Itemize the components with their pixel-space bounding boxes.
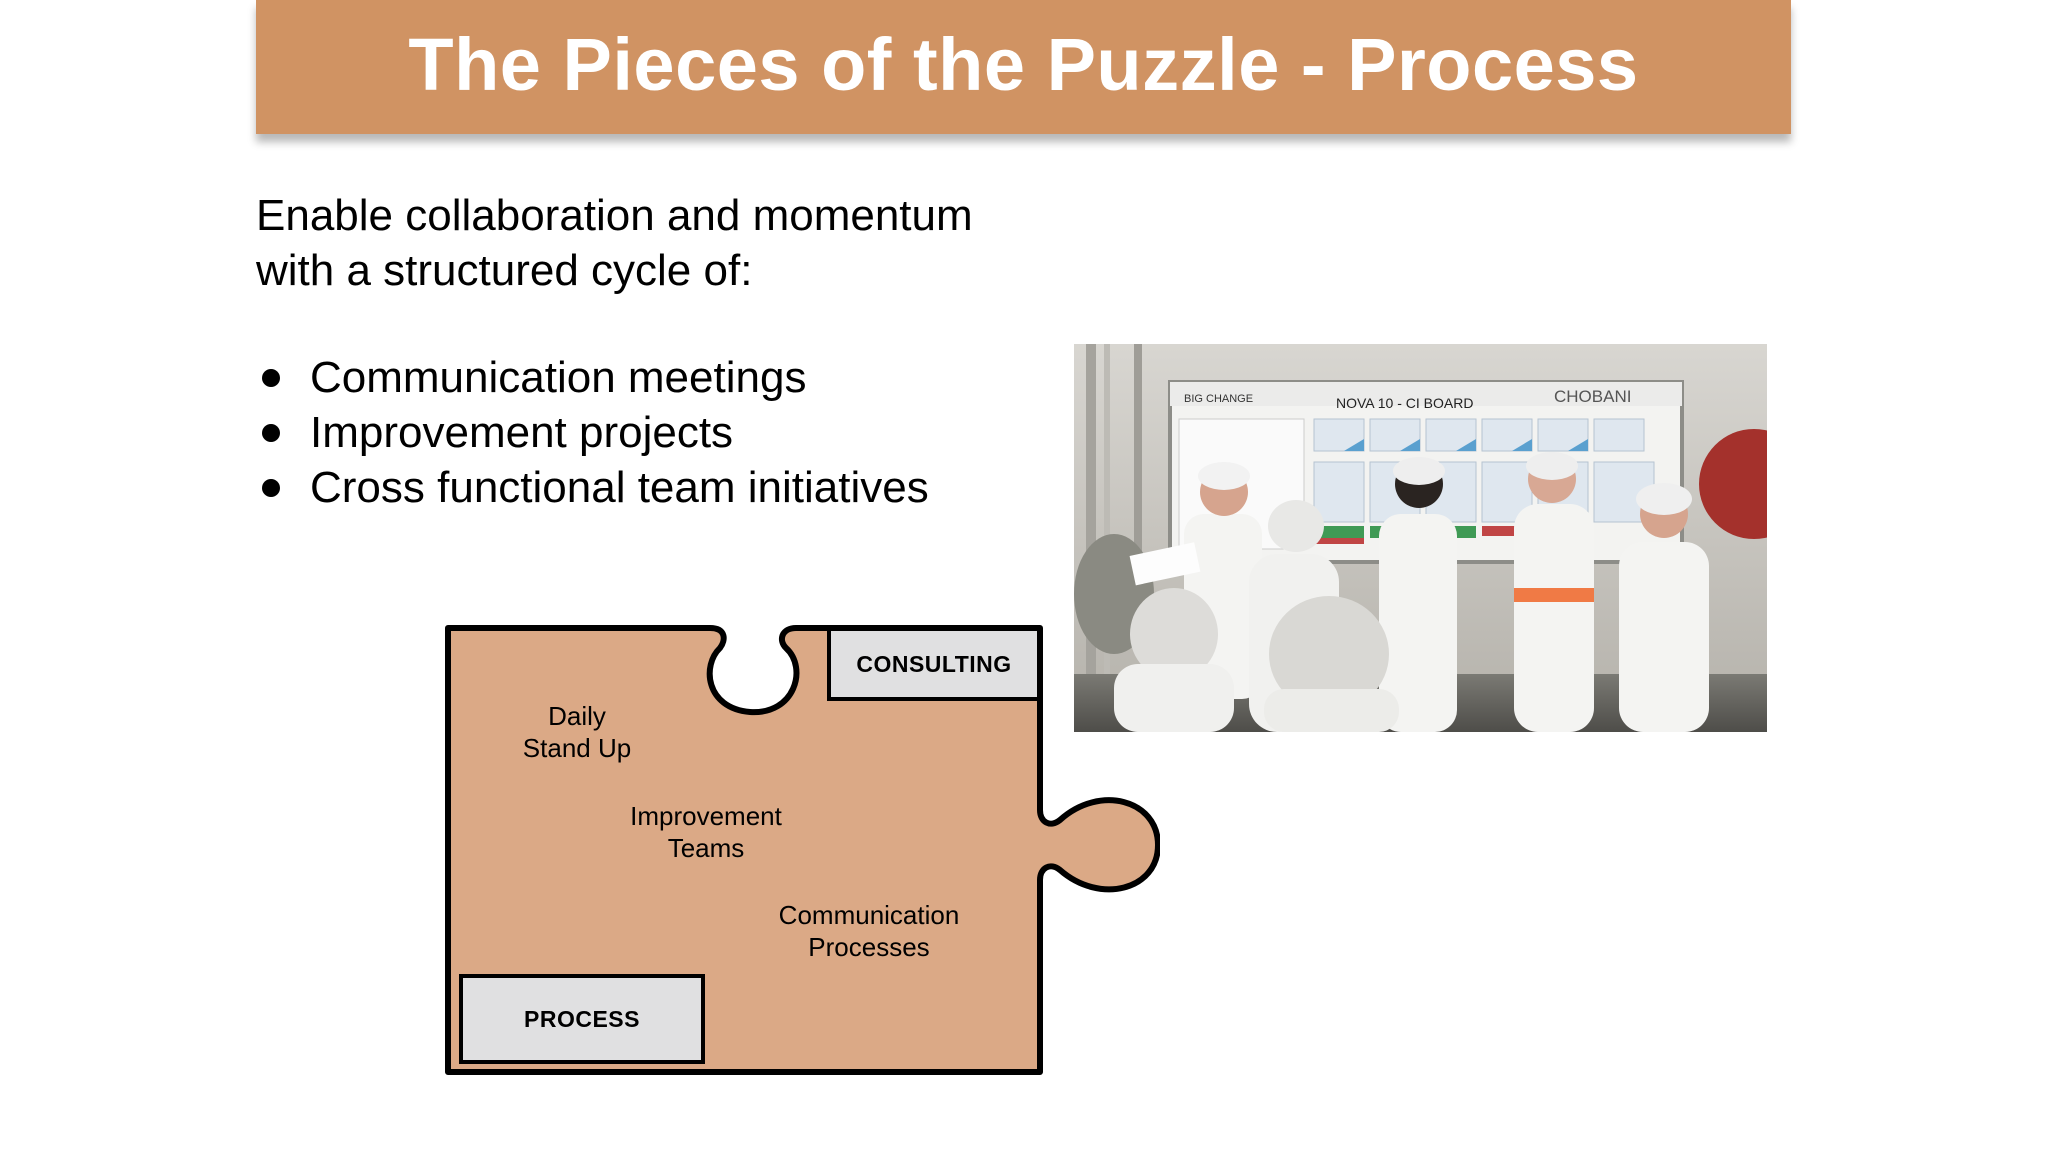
bullet-item: Improvement projects — [262, 405, 929, 460]
improvement-teams-line-2: Teams — [667, 833, 745, 863]
bullet-item: Communication meetings — [262, 350, 929, 405]
daily-stand-up-line-2: Stand Up — [522, 733, 632, 763]
communication-processes-label: Communication Processes — [779, 899, 960, 963]
bullet-dot-icon — [262, 423, 280, 442]
bullet-dot-icon — [262, 478, 280, 497]
consulting-tag-text: CONSULTING — [856, 650, 1012, 677]
title-banner: The Pieces of the Puzzle - Process — [256, 0, 1791, 134]
consulting-tag: CONSULTING — [827, 627, 1041, 701]
daily-stand-up-line-1: Daily — [548, 701, 606, 731]
bullet-text: Cross functional team initiatives — [310, 463, 929, 512]
intro-text: Enable collaboration and momentum with a… — [256, 188, 1056, 298]
slide-title: The Pieces of the Puzzle - Process — [408, 22, 1639, 106]
bullet-list: Communication meetings Improvement proje… — [262, 350, 929, 515]
board-title: NOVA 10 - CI BOARD — [1336, 395, 1473, 411]
bullet-text: Communication meetings — [310, 353, 807, 402]
team-meeting-photo: BIG CHANGE NOVA 10 - CI BOARD CHOBANI — [1074, 344, 1809, 732]
puzzle-shape — [445, 625, 1160, 1075]
board-logo: BIG CHANGE — [1184, 393, 1253, 405]
communication-processes-line-1: Communication — [778, 900, 960, 930]
improvement-teams-line-1: Improvement — [630, 801, 782, 831]
intro-line-1: Enable collaboration and momentum — [256, 191, 973, 240]
process-puzzle-piece: Daily Stand Up Improvement Teams Communi… — [440, 620, 1160, 1080]
bullet-dot-icon — [262, 368, 280, 387]
process-tag: PROCESS — [459, 974, 705, 1064]
bullet-text: Improvement projects — [310, 408, 734, 457]
bullet-item: Cross functional team initiatives — [262, 460, 929, 515]
team-meeting-illustration: BIG CHANGE NOVA 10 - CI BOARD CHOBANI — [1074, 344, 1809, 732]
intro-line-2: with a structured cycle of: — [256, 246, 753, 295]
process-tag-text: PROCESS — [524, 1005, 640, 1032]
board-brand: CHOBANI — [1554, 387, 1631, 406]
communication-processes-line-2: Processes — [808, 932, 930, 962]
improvement-teams-label: Improvement Teams — [630, 800, 782, 864]
daily-stand-up-label: Daily Stand Up — [523, 700, 631, 764]
